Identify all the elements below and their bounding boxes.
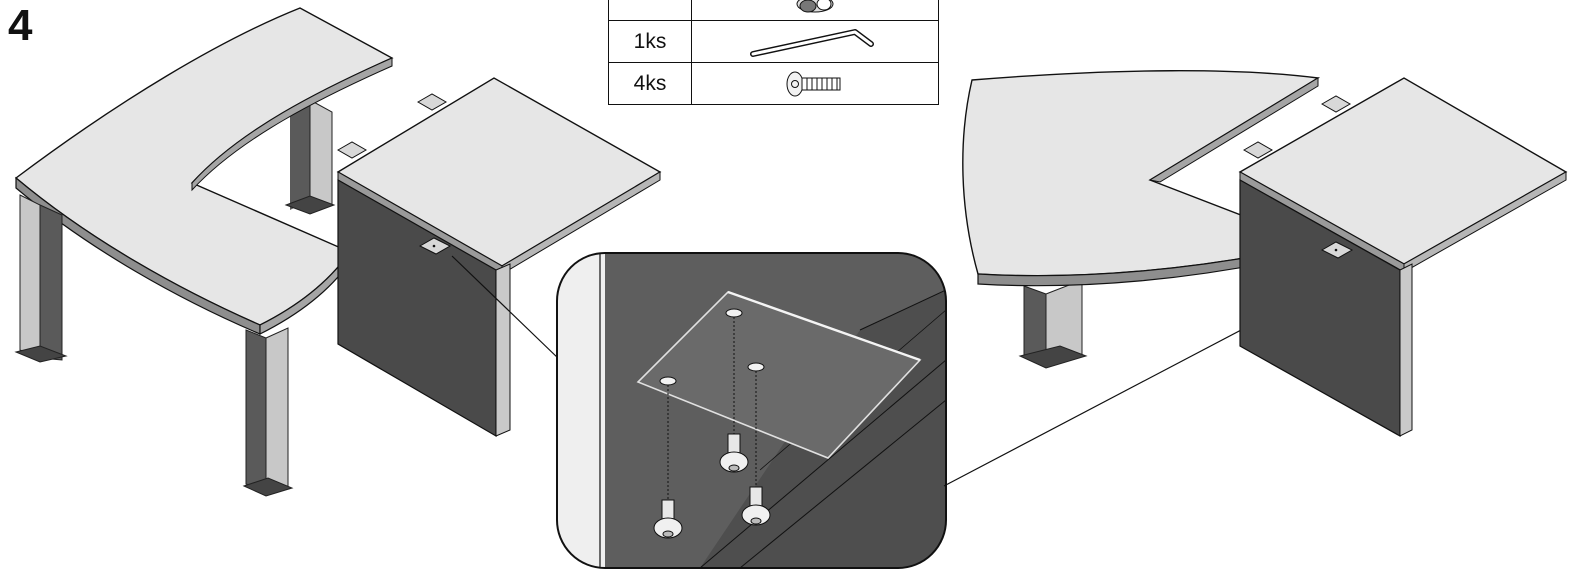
left-return-desk bbox=[336, 77, 662, 438]
left-desk-back-leg bbox=[284, 99, 336, 215]
step-number: 4 bbox=[8, 1, 33, 50]
right-desk-leg bbox=[1018, 279, 1088, 369]
part-quantity: 1ks bbox=[608, 20, 692, 63]
left-desk-front-leg-2 bbox=[242, 327, 294, 497]
right-assembly bbox=[962, 70, 1568, 438]
parts-row: 4ks bbox=[608, 62, 939, 105]
allen-key-icon bbox=[691, 20, 939, 63]
right-return-desk bbox=[1238, 77, 1568, 438]
left-assembly bbox=[14, 7, 662, 497]
screw-icon bbox=[719, 433, 749, 473]
screw-icon bbox=[741, 486, 771, 526]
cam-lock-icon bbox=[691, 0, 939, 21]
part-quantity bbox=[608, 0, 692, 21]
parts-row bbox=[608, 0, 939, 21]
left-curved-desktop bbox=[14, 7, 394, 335]
parts-list: 1ks 4ks bbox=[608, 0, 939, 105]
screw-icon bbox=[653, 499, 683, 539]
parts-row: 1ks bbox=[608, 20, 939, 63]
zoom-detail bbox=[556, 252, 947, 569]
left-desk-front-leg-1 bbox=[14, 194, 68, 363]
screw-icon bbox=[691, 62, 939, 105]
part-quantity: 4ks bbox=[608, 62, 692, 105]
